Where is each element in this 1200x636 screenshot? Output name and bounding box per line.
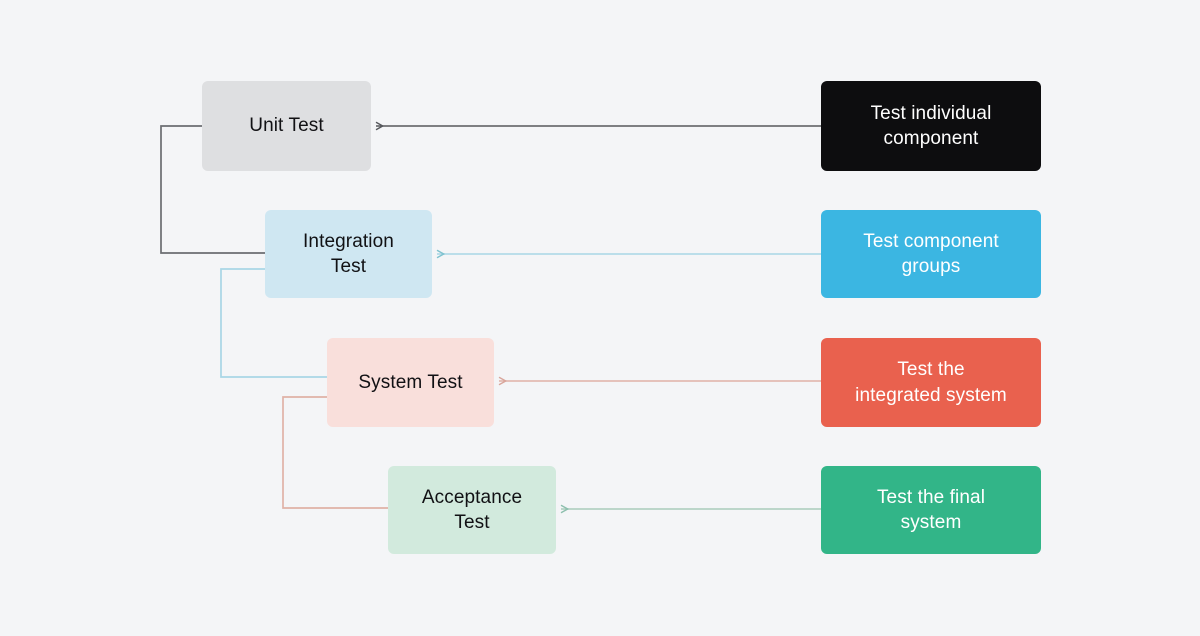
node-description-system-test[interactable]: Test the integrated system [821,338,1041,427]
node-description-integration-test[interactable]: Test component groups [821,210,1041,298]
node-description-acceptance-test[interactable]: Test the final system [821,466,1041,554]
node-unit-test[interactable]: Unit Test [202,81,371,171]
node-description-unit-test[interactable]: Test individual component [821,81,1041,171]
node-integration-test[interactable]: Integration Test [265,210,432,298]
node-system-test[interactable]: System Test [327,338,494,427]
node-acceptance-test[interactable]: Acceptance Test [388,466,556,554]
